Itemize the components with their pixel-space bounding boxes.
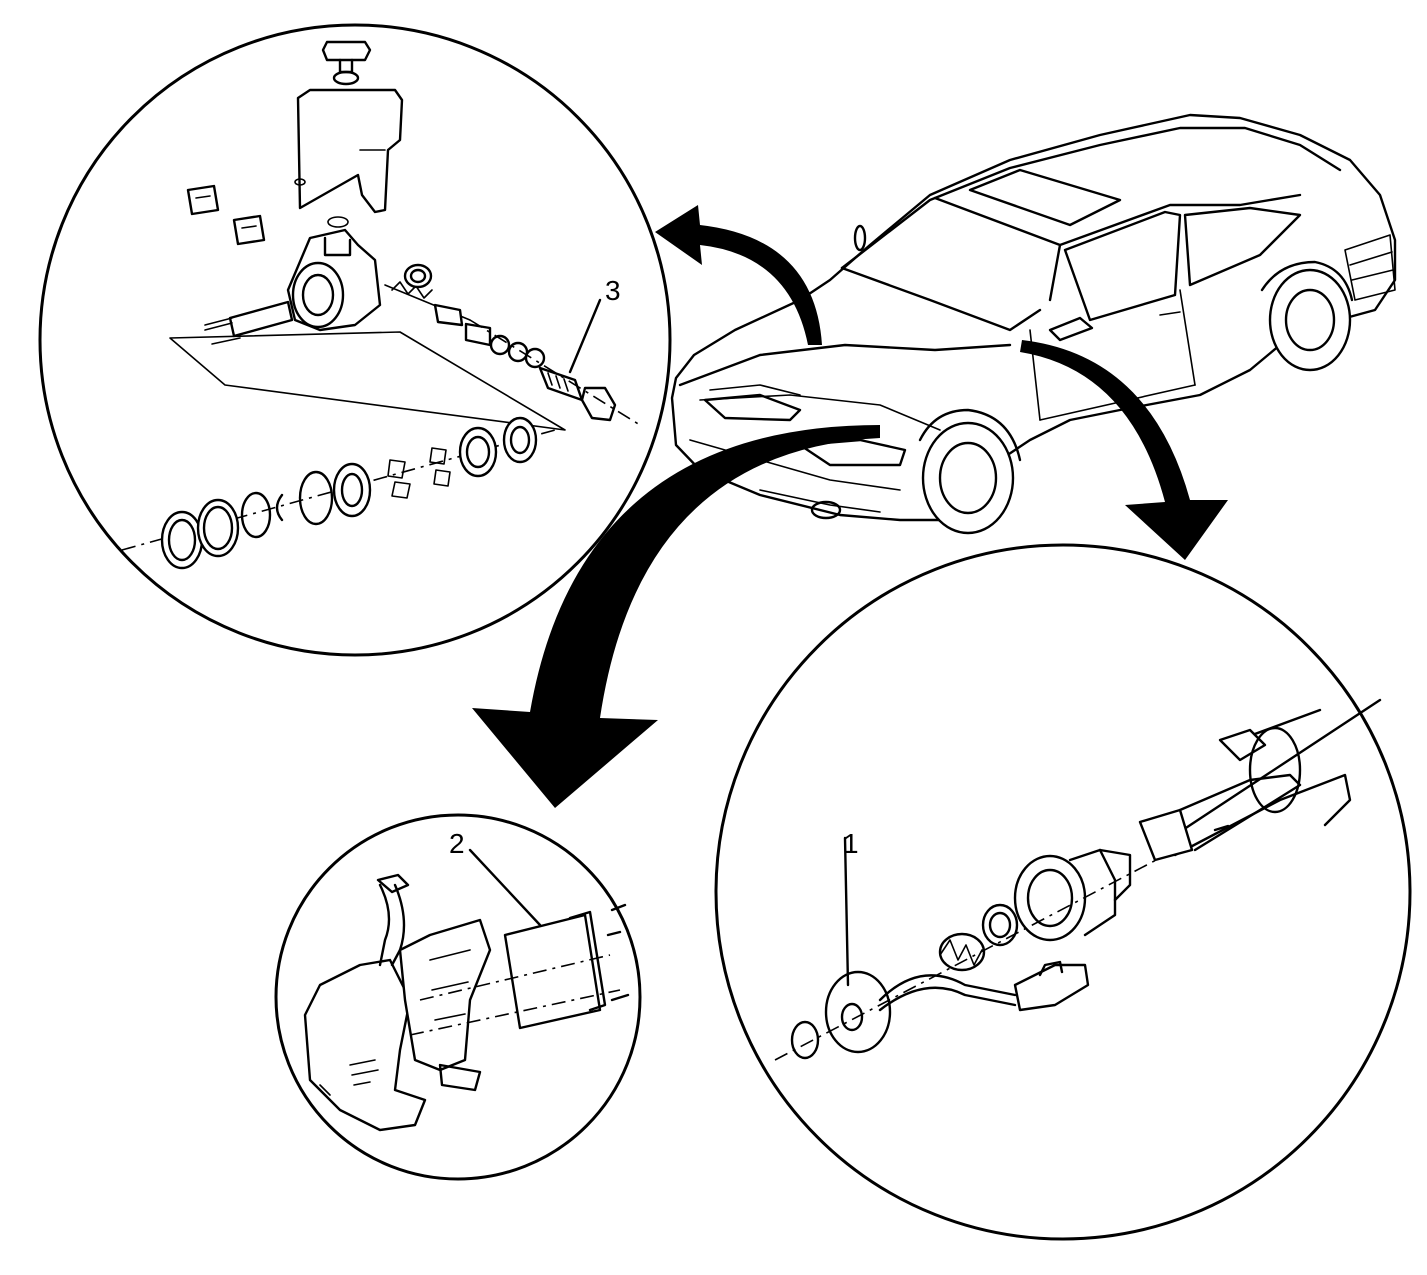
detail-view-bottom-right: 1 xyxy=(714,543,1412,1241)
detail-view-top-left: 3 xyxy=(38,23,672,657)
vehicle-illustration xyxy=(670,113,1397,535)
arrow-to-right-view xyxy=(1020,340,1228,560)
callout-3: 3 xyxy=(605,275,621,306)
callout-2: 2 xyxy=(449,828,465,859)
callout-1: 1 xyxy=(843,828,859,859)
arrow-to-top-view xyxy=(655,205,822,345)
detail-view-bottom-left: 2 xyxy=(274,813,642,1181)
arrow-to-bottom-view xyxy=(472,425,880,808)
